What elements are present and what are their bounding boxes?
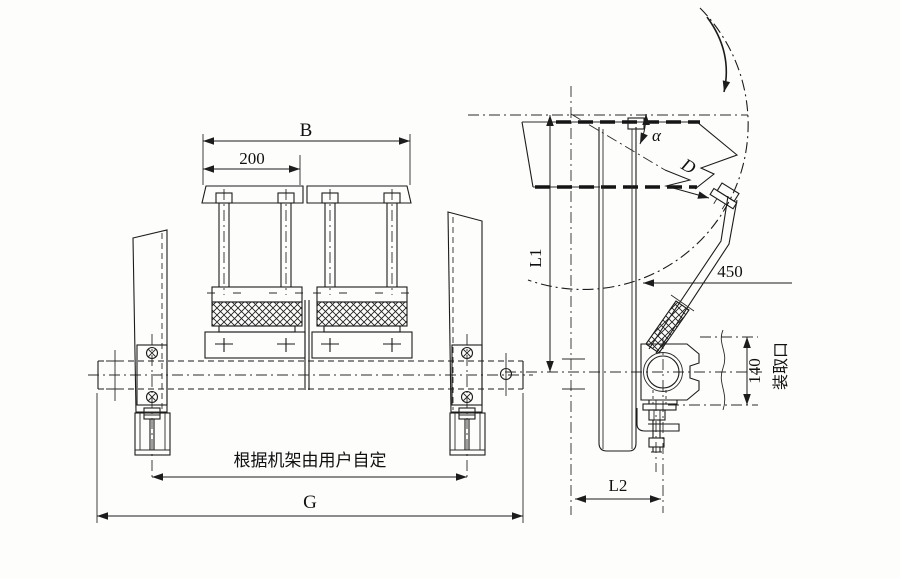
support-plate-side	[598, 117, 645, 452]
dim-450-label: 450	[717, 262, 743, 281]
centre-joint	[304, 300, 310, 390]
dim-l2-label: L2	[609, 476, 628, 495]
frame-note-label: 根据机架由用户自定	[234, 451, 387, 470]
dim-200-label: 200	[239, 149, 265, 168]
beam-hole-right	[499, 353, 513, 396]
bolt	[269, 189, 303, 295]
support-plate-right	[447, 211, 483, 413]
bolt	[313, 189, 347, 295]
port-label: 装取口	[772, 342, 790, 390]
angle-bracket	[636, 408, 680, 432]
drum-arc	[527, 7, 749, 291]
clamp-bracket-right	[449, 334, 486, 479]
dim-l1-label: L1	[526, 249, 545, 268]
dim-d: D	[664, 154, 710, 199]
dim-l2: L2	[575, 476, 661, 503]
pivot-clamp	[636, 343, 700, 472]
dim-g: G	[96, 393, 524, 523]
dim-140-label: 140	[745, 358, 764, 384]
dim-l1: L1	[526, 115, 554, 372]
dim-450: 450	[643, 262, 792, 287]
rubber-blade-hatch	[316, 301, 408, 327]
cross-beam	[88, 350, 533, 401]
bolt	[375, 189, 409, 295]
break-line	[720, 329, 726, 411]
alpha-label: α	[652, 126, 662, 145]
scraper-tip	[709, 182, 740, 210]
beam-hole-left	[106, 350, 124, 401]
dim-b-label: B	[300, 120, 313, 141]
blade-assembly-right	[311, 286, 413, 359]
belt-section	[521, 120, 739, 190]
side-view: L1 α D 450 140 装取口 L2	[468, 7, 792, 515]
dim-200: 200	[203, 149, 301, 185]
dim-d-label: D	[677, 154, 699, 178]
beam-stub	[562, 358, 585, 390]
dim-b: B	[202, 120, 411, 185]
arm-blade-hatch	[645, 300, 690, 354]
rubber-blade-hatch	[211, 301, 303, 327]
bolt	[207, 189, 241, 295]
dim-g-label: G	[303, 492, 317, 513]
support-plate-left	[132, 229, 168, 413]
clamp-bracket-left	[134, 334, 171, 479]
front-view: B 200	[88, 120, 533, 523]
dim-frame-note: 根据机架由用户自定	[152, 451, 467, 481]
scraper-arm	[645, 195, 738, 354]
rotation-arrow-icon	[706, 16, 731, 93]
blade-assembly-left	[204, 286, 306, 359]
top-plates	[201, 185, 412, 204]
dim-alpha: α	[639, 113, 662, 145]
hanger-bolts	[207, 189, 409, 295]
dim-140: 140 装取口	[720, 329, 790, 411]
